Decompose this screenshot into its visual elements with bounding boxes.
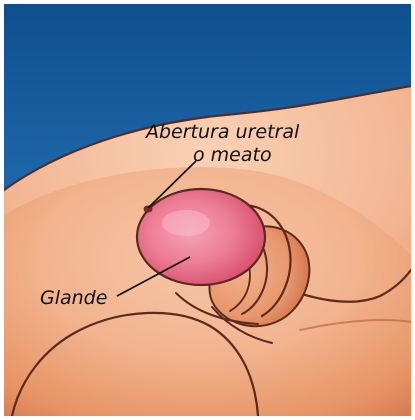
glans-highlight xyxy=(162,210,210,236)
label-glans: Glande xyxy=(40,287,107,309)
label-urethral-opening-line1: Abertura uretral xyxy=(144,121,300,143)
glans-shape xyxy=(137,189,265,285)
label-urethral-opening-line2: o meato xyxy=(193,144,272,166)
